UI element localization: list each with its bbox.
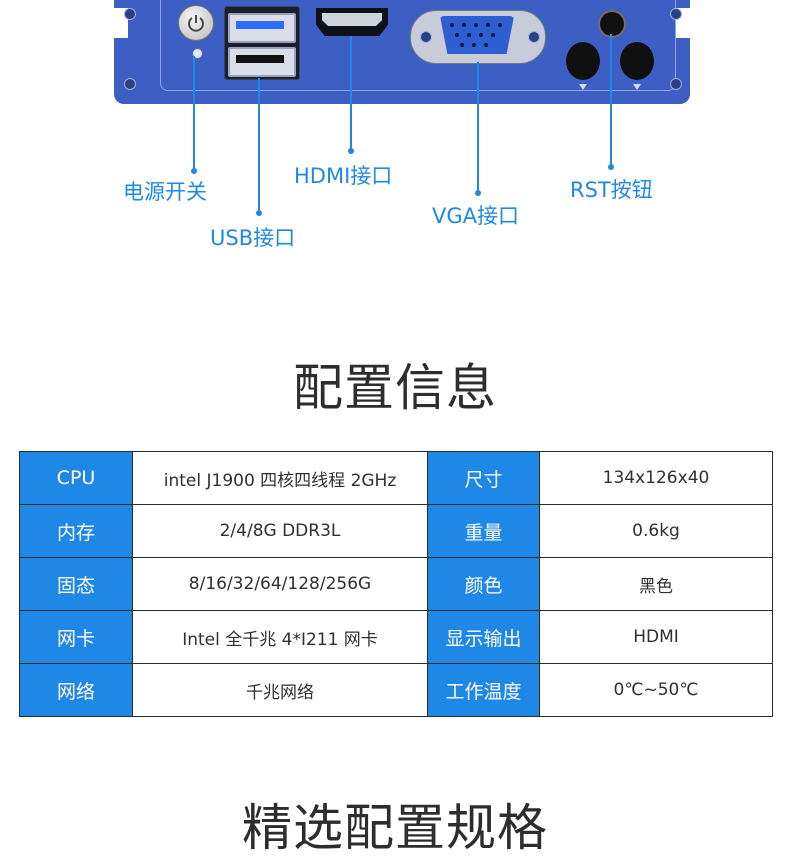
spec-value: HDMI (539, 610, 773, 664)
hdmi-port-label: HDMI接口 (294, 164, 393, 188)
spec-row: 内存 2/4/8G DDR3L 重量 0.6kg (19, 504, 773, 558)
spec-key: 固态 (19, 557, 133, 611)
callout-dot-hdmi (348, 148, 354, 154)
vga-screw-icon (420, 31, 432, 43)
antenna-port-icon (566, 42, 600, 80)
antenna-port-icon (620, 42, 654, 80)
spec-value: 134x126x40 (539, 451, 773, 505)
power-switch-label: 电源开关 (123, 180, 207, 204)
vga-port-label: VGA接口 (432, 204, 520, 228)
spec-table: CPU intel J1900 四核四线程 2GHz 尺寸 134x126x40… (19, 451, 773, 717)
spec-key: CPU (19, 451, 133, 505)
callout-dot-vga (475, 190, 481, 196)
spec-value: 黑色 (539, 557, 773, 611)
spec-key: 网卡 (19, 610, 133, 664)
config-section-title: 配置信息 (293, 359, 497, 417)
spec-key: 内存 (19, 504, 133, 558)
spec-row: 网卡 Intel 全千兆 4*I211 网卡 显示输出 HDMI (19, 610, 773, 664)
power-button-icon (178, 5, 214, 41)
spec-row: CPU intel J1900 四核四线程 2GHz 尺寸 134x126x40 (19, 451, 773, 505)
hdmi-port-inner (322, 13, 382, 26)
rst-button-label: RST按钮 (570, 178, 653, 202)
screw-icon (124, 78, 136, 90)
spec-row: 网络 千兆网络 工作温度 0℃~50℃ (19, 663, 773, 717)
callout-dot-usb (256, 210, 262, 216)
screw-icon (670, 8, 682, 20)
callout-line-power (193, 56, 195, 170)
callout-dot-power (191, 168, 197, 174)
screw-icon (124, 8, 136, 20)
screw-icon (670, 78, 682, 90)
usb-port-label: USB接口 (210, 226, 296, 250)
power-led-icon (192, 48, 203, 59)
spec-value: 8/16/32/64/128/256G (132, 557, 428, 611)
reset-button-icon (598, 10, 626, 38)
spec-value: 0℃~50℃ (539, 663, 773, 717)
panel-frame (160, 0, 676, 91)
callout-line-rst (610, 34, 612, 166)
spec-key: 显示输出 (427, 610, 540, 664)
spec-value: intel J1900 四核四线程 2GHz (132, 451, 428, 505)
callout-line-vga (477, 62, 479, 192)
spec-value: 千兆网络 (132, 663, 428, 717)
spec-key: 尺寸 (427, 451, 540, 505)
spec-value: 0.6kg (539, 504, 773, 558)
usb-ports-icon (224, 6, 300, 80)
select-config-section-title: 精选配置规格 (242, 799, 548, 857)
callout-dot-rst (608, 164, 614, 170)
antenna-mark-icon (579, 84, 587, 90)
callout-line-hdmi (350, 36, 352, 150)
spec-key: 工作温度 (427, 663, 540, 717)
antenna-mark-icon (633, 84, 641, 90)
spec-key: 颜色 (427, 557, 540, 611)
spec-value: Intel 全千兆 4*I211 网卡 (132, 610, 428, 664)
spec-value: 2/4/8G DDR3L (132, 504, 428, 558)
spec-row: 固态 8/16/32/64/128/256G 颜色 黑色 (19, 557, 773, 611)
callout-line-usb (258, 78, 260, 212)
vga-screw-icon (528, 31, 540, 43)
spec-key: 网络 (19, 663, 133, 717)
vga-connector (440, 16, 514, 54)
spec-key: 重量 (427, 504, 540, 558)
